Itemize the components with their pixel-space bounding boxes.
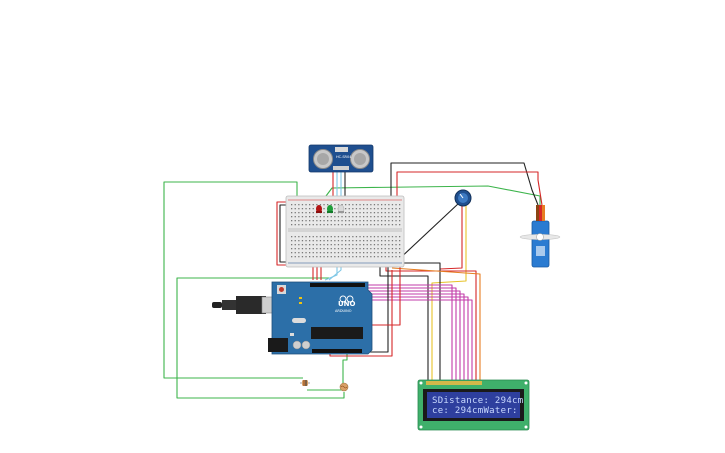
photoresistor[interactable] <box>339 382 349 392</box>
wire-green-ldr[interactable] <box>307 352 348 391</box>
lcd-line-2: ce: 294cmWater: <box>432 406 518 416</box>
wire-magenta-3[interactable] <box>344 290 461 380</box>
led-green[interactable] <box>327 205 333 213</box>
wire-green-left-loop[interactable] <box>163 181 303 379</box>
arduino-uno[interactable]: UNO ARDUINO <box>212 281 373 355</box>
servo-motor[interactable] <box>519 205 561 268</box>
wire-orange-lcd[interactable] <box>391 267 481 380</box>
sensor-label: HC-SR04 <box>336 155 352 159</box>
atmega-chip <box>311 327 363 339</box>
wire-magenta-4[interactable] <box>348 293 465 380</box>
lcd-display[interactable]: SDistance: 294cm ce: 294cmWater: <box>417 379 530 431</box>
wire-black-pot[interactable] <box>395 202 460 263</box>
ultrasonic-sensor[interactable]: HC-SR04 <box>308 144 374 173</box>
breadboard-holes <box>291 204 401 258</box>
wire-red-servo[interactable] <box>396 171 543 206</box>
wire-green-left-inner[interactable] <box>176 277 345 399</box>
usb-cable <box>212 302 222 308</box>
wire-black-servo[interactable] <box>390 162 539 206</box>
led-red[interactable] <box>316 205 322 213</box>
arduino-brand-label: ARDUINO <box>335 309 352 313</box>
lcd-line-1: SDistance: 294cm <box>432 396 524 406</box>
wire-magenta-6[interactable] <box>356 299 473 380</box>
wire-yellow-pot[interactable] <box>431 205 467 380</box>
wire-black-lcd-2[interactable] <box>395 262 441 380</box>
lcd-screen <box>427 392 520 418</box>
wire-magenta-2[interactable] <box>340 287 457 380</box>
arduino-logo <box>339 295 354 303</box>
resistor[interactable] <box>300 380 310 386</box>
wire-magenta-5[interactable] <box>352 296 469 380</box>
breadboard[interactable] <box>285 195 405 268</box>
uno-label: UNO <box>338 300 356 308</box>
led-white[interactable] <box>337 204 345 214</box>
potentiometer[interactable] <box>454 189 472 207</box>
wire-black-lcd-1[interactable] <box>379 262 429 380</box>
wire-red-pot[interactable] <box>439 205 463 270</box>
wire-red-pin[interactable] <box>362 266 401 326</box>
wires <box>163 162 543 399</box>
wire-magenta-1[interactable] <box>336 284 453 380</box>
